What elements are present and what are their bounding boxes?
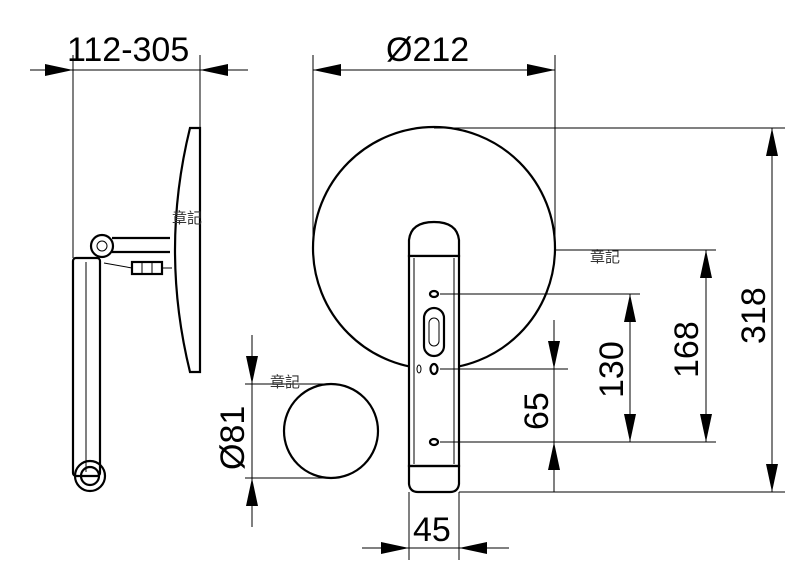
dimension-overall-height: 318 <box>735 128 778 492</box>
bottom-knob <box>73 459 107 493</box>
dimension-overall-height-label: 318 <box>735 287 773 344</box>
bracket-body <box>407 254 461 468</box>
stamp-side-view: 章記 <box>172 209 202 227</box>
front-view: 章記 <box>311 125 620 494</box>
bottom-cap <box>407 464 461 494</box>
magnifier-circle <box>282 382 380 480</box>
wall-plate <box>71 256 102 478</box>
pivot-joint <box>89 233 115 259</box>
hole-bottom <box>428 437 440 447</box>
mounting-slot <box>422 306 446 358</box>
side-view: 章記 <box>71 126 202 493</box>
dimension-upper-hole-label: 130 <box>593 341 631 398</box>
dimension-bracket-width: 45 <box>362 492 509 560</box>
dimension-bracket-width-label: 45 <box>413 511 451 549</box>
dimension-top-hole-label: 168 <box>668 321 706 378</box>
dimension-projection-label: 112-305 <box>67 31 189 69</box>
dimension-lower-hole-label: 65 <box>518 392 556 430</box>
dimension-lower-hole: 65 <box>518 320 560 492</box>
hole-top <box>428 289 440 299</box>
dimension-top-hole: 168 <box>668 250 712 442</box>
dimension-upper-hole: 130 <box>593 294 636 442</box>
dimension-magnifier-label: Ø81 <box>214 406 252 470</box>
dimension-projection: 112-305 <box>30 31 248 258</box>
stamp-magnifier: 章記 <box>270 373 300 391</box>
top-cap <box>407 220 461 258</box>
hole-left-small <box>416 364 422 374</box>
mirror-profile <box>173 126 202 374</box>
magnifier: Ø81 章記 <box>214 335 380 527</box>
dimension-mirror-diameter: Ø212 <box>312 31 556 248</box>
hole-middle <box>429 362 439 376</box>
dimension-mirror-diameter-label: Ø212 <box>386 31 469 69</box>
connector <box>130 260 164 276</box>
stamp-front-view: 章記 <box>590 248 620 266</box>
